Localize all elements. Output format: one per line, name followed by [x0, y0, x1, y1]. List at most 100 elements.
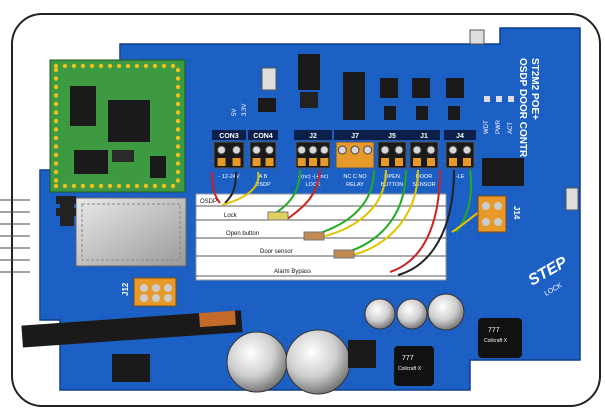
led-label-wdt: WDT: [484, 120, 490, 134]
j5-pin: [395, 158, 403, 166]
con4-pin: [252, 158, 261, 166]
j5-label: J5: [388, 133, 396, 140]
j4-pin-labels: -LE: [456, 174, 465, 180]
j2-pin-labels: +(nc) -(+ nc): [298, 174, 328, 180]
j5-pin-labels: OPEN: [384, 174, 400, 180]
wires: [211, 169, 483, 276]
wiring-row-label: OSDP: [200, 199, 217, 205]
j7-screw: [363, 145, 373, 155]
j2-label: J2: [309, 133, 317, 140]
con4-pin: [265, 158, 274, 166]
memory-chip: [70, 86, 96, 126]
con4-label: CON4: [253, 133, 273, 140]
con3-screw: [217, 145, 226, 155]
j7-label: J7: [351, 133, 359, 140]
wiring-row-label: Lock: [224, 213, 238, 219]
j7-screw: [337, 145, 347, 155]
flash-chip: [74, 150, 108, 174]
side-button-top[interactable]: [469, 29, 485, 45]
voltage-label-33v: 3.3V: [242, 104, 248, 116]
wiring-row-label: Door sensor: [260, 249, 293, 255]
optocouplers: [380, 78, 464, 120]
wiring-row-label: Open button: [226, 231, 259, 237]
j5-sub-label: BUTTON: [381, 182, 404, 188]
bottom-black-block: [112, 354, 150, 382]
j2-sub-label: LOCK: [306, 182, 321, 188]
j2-pin: [309, 158, 317, 166]
resistors: [267, 211, 355, 259]
led-row: [484, 96, 514, 102]
j1-label-box: [408, 130, 440, 140]
con3-screw: [232, 145, 241, 155]
j1-screw: [412, 145, 422, 155]
con3-pin: [232, 158, 241, 166]
cpu-chip: [108, 100, 150, 142]
j1-label: J1: [420, 133, 428, 140]
svg-text:777: 777: [488, 327, 500, 334]
wiring-row-label: Alarm Bypass: [274, 269, 311, 275]
small-chip-2: [112, 150, 134, 162]
j5-screw: [394, 145, 404, 155]
buzzer: [482, 158, 524, 186]
j5-screw: [380, 145, 390, 155]
j4-label-box: [444, 130, 476, 140]
small-chip: [150, 156, 166, 178]
con4-screw: [265, 145, 274, 155]
daughter-board: [21, 310, 243, 348]
j1-pin: [427, 158, 435, 166]
con3-pin: [217, 158, 226, 166]
header-pins: [56, 196, 76, 216]
j2-label-box: [294, 130, 332, 140]
j4-pin: [449, 158, 457, 166]
j4-screw: [462, 145, 472, 155]
j1-pin: [413, 158, 421, 166]
j5-pin: [381, 158, 389, 166]
svg-text:Coilcraft X: Coilcraft X: [484, 338, 508, 344]
j4-pin: [463, 158, 471, 166]
power-ic: [348, 340, 376, 368]
con3-pin-labels: - 12-24V: [218, 174, 239, 180]
con4-screw: [252, 145, 261, 155]
j2-pin: [297, 158, 306, 166]
con4-pin-labels: A B: [259, 174, 268, 180]
svg-text:777: 777: [402, 355, 414, 362]
j1-screw: [426, 145, 436, 155]
side-button[interactable]: [565, 187, 579, 211]
j2-screw: [319, 145, 329, 155]
board-title-line2: OSDP DOOR CONTR: [517, 58, 528, 158]
inductor-1: 777 Coilcraft X: [394, 346, 434, 386]
con3-label-box: [212, 130, 246, 140]
top-ic: [298, 54, 320, 90]
j4-label: J4: [456, 133, 464, 140]
relay-block: [343, 72, 365, 120]
board-title-line1: ST2M2 POE+: [529, 58, 540, 120]
inductor-2: 777 Coilcraft X: [478, 318, 522, 358]
j4-screw: [448, 145, 458, 155]
j7-screw: [350, 145, 360, 155]
j5-label-box: [376, 130, 408, 140]
regulator: [258, 98, 276, 112]
j7-pin: [351, 158, 359, 166]
svg-text:Coilcraft X: Coilcraft X: [398, 366, 422, 372]
j2-screw: [297, 145, 307, 155]
ethernet-jack: [60, 196, 187, 267]
led-label-pwr: PWR: [496, 119, 502, 134]
led-label-act: ACT: [508, 122, 514, 134]
j1-sub-label: SENSOR: [412, 182, 435, 188]
voltage-label-5v: 5V: [232, 109, 238, 116]
j12-label: J12: [121, 282, 130, 296]
jumper-block: [261, 67, 277, 91]
j7-sub-label: RELAY: [346, 182, 364, 188]
cpu-module: [49, 59, 186, 193]
j7-pin-labels: NC C NO: [343, 174, 367, 180]
j7-pin: [363, 158, 372, 166]
j7-label-box: [334, 130, 376, 140]
con4-label-box: [248, 130, 278, 140]
top-ic-2: [300, 92, 318, 108]
j14-label: J14: [512, 206, 521, 220]
j7-pin: [338, 158, 347, 166]
j2-pin: [320, 158, 329, 166]
j14-terminal: [477, 195, 507, 233]
j1-pin-labels: DOOR: [416, 174, 433, 180]
